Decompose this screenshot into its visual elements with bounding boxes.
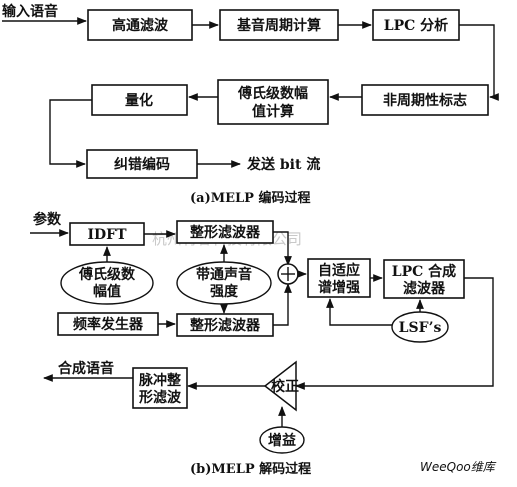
- input-label: 输入语音: [2, 3, 58, 20]
- fourier-amp-line2: 幅值: [93, 283, 121, 300]
- aperiodic-label: 非周期性标志: [383, 92, 467, 109]
- lpc-analysis-label: LPC 分析: [384, 17, 448, 34]
- brand-logo: WeeQoo维库: [420, 460, 497, 474]
- amp-calc-block: 傅氏级数幅 值计算: [217, 79, 329, 125]
- send-label: 发送 bit 流: [246, 156, 320, 173]
- lsf-label: LSF’s: [399, 320, 442, 336]
- highpass-block: 高通滤波: [87, 9, 193, 41]
- pulse-line1: 脉冲整: [138, 372, 182, 389]
- aperiodic-block: 非周期性标志: [361, 84, 489, 116]
- shape-filter-top-label: 整形滤波器: [189, 224, 261, 241]
- correction-triangle: 校正: [263, 360, 299, 412]
- shape-filter-top-block: 整形滤波器: [176, 220, 274, 244]
- ecc-block: 纠错编码: [86, 149, 198, 179]
- lpc-analysis-block: LPC 分析: [372, 9, 460, 41]
- pitch-label: 基音周期计算: [237, 17, 321, 34]
- decoder-caption: (b)MELP 解码过程: [190, 461, 311, 477]
- ecc-label: 纠错编码: [114, 156, 170, 173]
- fourier-amp-ellipse: 傅氏级数 幅值: [60, 261, 154, 305]
- encoder-caption: (a)MELP 编码过程: [190, 190, 310, 206]
- adaptive-enhance-block: 自适应 谱增强: [307, 258, 371, 298]
- freq-gen-label: 频率发生器: [73, 316, 144, 333]
- voicing-line1: 带通声音: [196, 266, 252, 283]
- amp-calc-line2: 值计算: [252, 103, 294, 120]
- freq-gen-block: 频率发生器: [57, 312, 159, 336]
- correction-label: 校正: [271, 378, 299, 395]
- amp-calc-line1: 傅氏级数幅: [237, 85, 308, 102]
- shape-filter-bottom-label: 整形滤波器: [189, 317, 261, 334]
- lsf-ellipse: LSF’s: [391, 311, 449, 343]
- idft-block: IDFT: [69, 222, 145, 246]
- output-label: 合成语音: [58, 360, 114, 377]
- highpass-label: 高通滤波: [112, 17, 169, 34]
- pulse-line2: 形滤波: [139, 389, 182, 406]
- pitch-block: 基音周期计算: [219, 9, 339, 41]
- voicing-line2: 强度: [210, 283, 239, 300]
- adaptive-line1: 自适应: [318, 262, 360, 279]
- gain-ellipse: 增益: [259, 426, 305, 454]
- lpc-synth-line2: 滤波器: [403, 280, 446, 297]
- quant-block: 量化: [91, 84, 188, 116]
- adder-node: [277, 263, 299, 285]
- lpc-synth-block: LPC 合成 滤波器: [383, 259, 465, 299]
- params-label: 参数: [33, 211, 62, 228]
- shape-filter-bottom-block: 整形滤波器: [176, 313, 274, 337]
- voicing-ellipse: 带通声音 强度: [176, 261, 272, 305]
- fourier-amp-line1: 傅氏级数: [78, 266, 136, 283]
- pulse-shape-block: 脉冲整 形滤波: [132, 367, 188, 409]
- quant-label: 量化: [125, 92, 153, 109]
- lpc-synth-line1: LPC 合成: [392, 263, 456, 280]
- idft-label: IDFT: [87, 227, 127, 243]
- gain-label: 增益: [268, 432, 296, 449]
- adaptive-line2: 谱增强: [318, 279, 360, 296]
